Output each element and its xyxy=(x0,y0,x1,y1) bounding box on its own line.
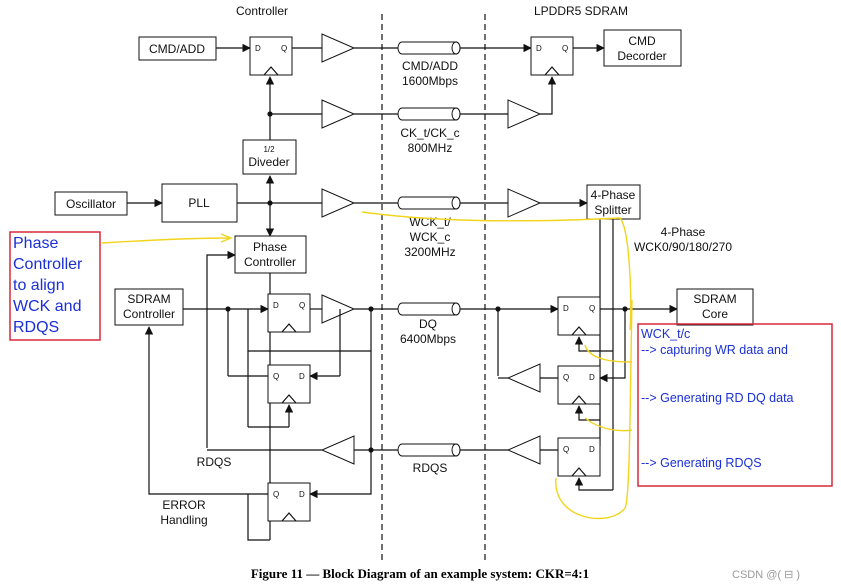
phase-note-line-5: RDQS xyxy=(13,319,59,336)
phase-controller-note-box xyxy=(9,231,101,341)
svg-text:4-Phase: 4-Phase xyxy=(591,188,636,202)
svg-text:SDRAM: SDRAM xyxy=(693,292,736,306)
cmd-add-signal-label: CMD/ADD xyxy=(402,59,458,73)
controller-header: Controller xyxy=(236,4,288,18)
ff-rdqs-sdram: Q D xyxy=(557,437,601,477)
ck-freq-label: 800MHz xyxy=(408,141,453,155)
svg-text:D: D xyxy=(299,490,305,499)
wck-channel xyxy=(397,196,461,210)
ff-dq-read-controller: Q D xyxy=(267,364,311,404)
svg-text:D: D xyxy=(536,44,542,53)
svg-text:Q: Q xyxy=(299,301,305,310)
rdqs-buffer-rx xyxy=(506,435,541,465)
svg-text:D: D xyxy=(273,301,279,310)
svg-text:D: D xyxy=(563,304,569,313)
svg-text:Phase: Phase xyxy=(253,240,287,254)
svg-text:D: D xyxy=(299,372,305,381)
highlight-dq-curve xyxy=(584,344,633,363)
rdqs-mid-label: RDQS xyxy=(413,461,448,475)
ck-buffer-rx xyxy=(507,99,542,129)
ff-cmd-controller: D Q xyxy=(249,36,293,76)
oscillator-block: Oscillator xyxy=(54,191,128,216)
cmd-add-block: CMD/ADD xyxy=(138,36,217,61)
phase-note-line-2: Controller xyxy=(13,256,83,273)
svg-text:D: D xyxy=(589,373,595,382)
svg-text:D: D xyxy=(589,445,595,454)
cmd-decorder-block: CMD Decorder xyxy=(603,29,682,67)
dq-signal-label: DQ xyxy=(419,317,437,331)
figure-caption: Figure 11 — Block Diagram of an example … xyxy=(251,566,589,581)
svg-text:SDRAM: SDRAM xyxy=(127,292,170,306)
svg-text:Controller: Controller xyxy=(123,307,175,321)
sdram-header: LPDDR5 SDRAM xyxy=(534,4,628,18)
wck-note-rd-dq: --> Generating RD DQ data xyxy=(641,391,794,405)
cmd-add-channel xyxy=(397,41,461,55)
rdqs-channel xyxy=(397,443,461,457)
svg-text:1/2: 1/2 xyxy=(263,145,275,154)
dq-buffer-rx xyxy=(506,363,541,393)
svg-text:Q: Q xyxy=(589,304,595,313)
four-phase-wck-label: WCK0/90/180/270 xyxy=(634,240,732,254)
pll-block: PLL xyxy=(161,183,238,223)
cmd-buffer-tx xyxy=(321,33,356,63)
phase-note-line-3: to align xyxy=(13,277,65,294)
sdram-core-block: SDRAM Core xyxy=(676,288,754,326)
error-handling-label: Handling xyxy=(160,513,207,527)
svg-text:Q: Q xyxy=(281,44,287,53)
highlight-rd-curve xyxy=(584,417,633,432)
ck-signal-label: CK_t/CK_c xyxy=(400,126,459,140)
ck-channel xyxy=(397,107,461,121)
ck-buffer-tx xyxy=(321,99,356,129)
svg-text:Q: Q xyxy=(563,373,569,382)
svg-text:Core: Core xyxy=(702,307,728,321)
svg-text:D: D xyxy=(255,44,261,53)
ff-dq-write-controller: D Q xyxy=(267,293,311,333)
svg-text:Q: Q xyxy=(563,445,569,454)
sdram-controller-block: SDRAM Controller xyxy=(114,288,184,326)
ff-dq-write-sdram: D Q xyxy=(557,296,601,336)
svg-text:Splitter: Splitter xyxy=(594,203,631,217)
svg-text:Q: Q xyxy=(562,44,568,53)
divider-block: 1/2 Diveder xyxy=(242,139,297,175)
dq-buffer-tx xyxy=(321,294,356,324)
svg-text:Diveder: Diveder xyxy=(248,155,289,169)
error-label: ERROR xyxy=(162,498,206,512)
rdqs-buffer-tx xyxy=(320,435,355,465)
svg-text:Q: Q xyxy=(273,490,279,499)
phase-note-line-1: Phase xyxy=(13,235,58,252)
wck-note-capture: --> capturing WR data and xyxy=(641,343,788,357)
svg-text:Controller: Controller xyxy=(244,255,296,269)
wck-buffer-rx xyxy=(507,188,542,218)
svg-text:CMD: CMD xyxy=(628,34,656,48)
dq-rate-label: 6400Mbps xyxy=(400,332,456,346)
dq-channel xyxy=(397,302,461,316)
svg-text:Decorder: Decorder xyxy=(617,49,666,63)
wck-note-title: WCK_t/c xyxy=(641,327,690,341)
wck-signal-label-2: WCK_c xyxy=(410,230,451,244)
svg-text:CMD/ADD: CMD/ADD xyxy=(149,42,205,56)
svg-text:Oscillator: Oscillator xyxy=(66,197,116,211)
ff-dq-read-sdram: Q D xyxy=(557,365,601,405)
highlight-wck-line xyxy=(361,211,632,331)
four-phase-label: 4-Phase xyxy=(661,225,706,239)
csdn-watermark: CSDN @( ⊟ ) xyxy=(732,569,800,581)
rdqs-left-label: RDQS xyxy=(197,455,232,469)
wck-buffer-tx xyxy=(321,188,356,218)
wck-freq-label: 3200MHz xyxy=(404,245,455,259)
cmd-add-rate-label: 1600Mbps xyxy=(402,74,458,88)
wck-note-box xyxy=(637,323,833,487)
svg-text:Q: Q xyxy=(273,372,279,381)
ff-error-handling: Q D xyxy=(267,482,311,522)
highlight-rdqs-curve xyxy=(555,299,633,520)
four-phase-splitter-block: 4-Phase Splitter xyxy=(586,184,641,220)
wck-note-rdqs: --> Generating RDQS xyxy=(641,456,762,470)
phase-controller-block: Phase Controller xyxy=(234,235,307,274)
svg-text:PLL: PLL xyxy=(188,196,210,210)
phase-note-line-4: WCK and xyxy=(13,298,81,315)
ff-cmd-sdram: D Q xyxy=(530,36,574,76)
highlight-arrow-phase xyxy=(101,237,231,244)
